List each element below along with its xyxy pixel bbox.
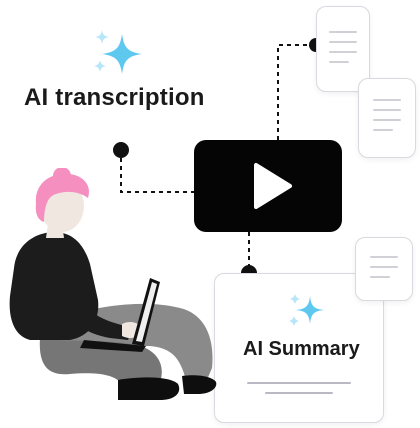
transcription-title: AI transcription	[24, 84, 205, 111]
play-icon	[254, 163, 292, 209]
summary-title: AI Summary	[243, 338, 360, 360]
sparkle-icon	[94, 30, 142, 74]
document-card-back	[316, 6, 370, 92]
summary-document-card	[355, 237, 413, 301]
connector-top	[277, 44, 316, 140]
person-illustration	[9, 168, 217, 400]
document-card-front	[358, 78, 416, 158]
laptop-icon	[80, 278, 160, 352]
connector-left	[120, 150, 194, 193]
video-player[interactable]	[194, 140, 342, 232]
summary-card	[214, 273, 384, 423]
connector-dot-left	[113, 142, 129, 158]
summary-sparkle-icon	[289, 294, 324, 326]
